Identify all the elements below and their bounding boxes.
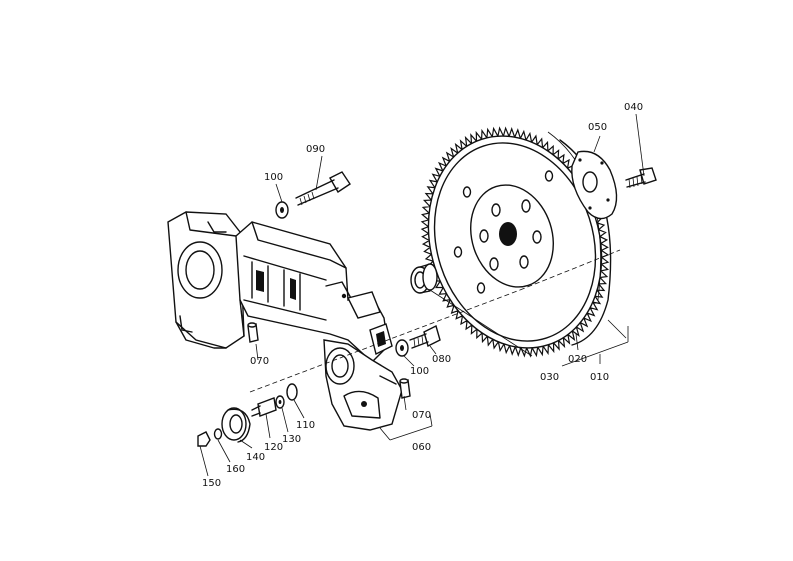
cover-plate xyxy=(221,407,251,443)
hex-nut xyxy=(197,431,211,447)
callout-100-upper: 100 xyxy=(264,172,283,183)
callout-100-lower: 100 xyxy=(410,366,429,377)
flange-plate xyxy=(571,150,618,220)
callout-070-left: 070 xyxy=(250,356,269,367)
small-ring xyxy=(275,395,285,409)
callout-140: 140 xyxy=(246,452,265,463)
callout-070-right: 070 xyxy=(412,410,431,421)
callout-010: 010 xyxy=(590,372,609,383)
flywheel-bolt-holes xyxy=(453,170,554,294)
flywheel xyxy=(420,126,612,358)
flywheel-bolt xyxy=(625,167,657,189)
dowel-pin-right xyxy=(399,378,411,399)
short-bolt xyxy=(409,324,441,349)
washer-upper xyxy=(275,201,289,219)
sensor-plug xyxy=(251,397,277,417)
callout-080: 080 xyxy=(432,354,451,365)
callout-110: 110 xyxy=(296,420,315,431)
o-ring xyxy=(286,383,298,401)
callout-090: 090 xyxy=(306,144,325,155)
callout-130: 130 xyxy=(282,434,301,445)
washer-lower xyxy=(395,339,409,357)
leader-lines xyxy=(199,113,645,477)
pilot-bearing xyxy=(410,263,438,294)
callout-120: 120 xyxy=(264,442,283,453)
callout-040: 040 xyxy=(624,102,643,113)
dowel-pin-left xyxy=(247,322,259,343)
long-bolt xyxy=(295,171,351,206)
callout-030: 030 xyxy=(540,372,559,383)
callout-labels: 040 050 090 100 070 080 100 070 110 130 … xyxy=(202,102,643,489)
flywheel-housing xyxy=(167,211,403,431)
callout-150: 150 xyxy=(202,478,221,489)
callout-160: 160 xyxy=(226,464,245,475)
callout-060: 060 xyxy=(412,442,431,453)
callout-050: 050 xyxy=(588,122,607,133)
nut-washer xyxy=(213,428,223,440)
callout-020: 020 xyxy=(568,354,587,365)
